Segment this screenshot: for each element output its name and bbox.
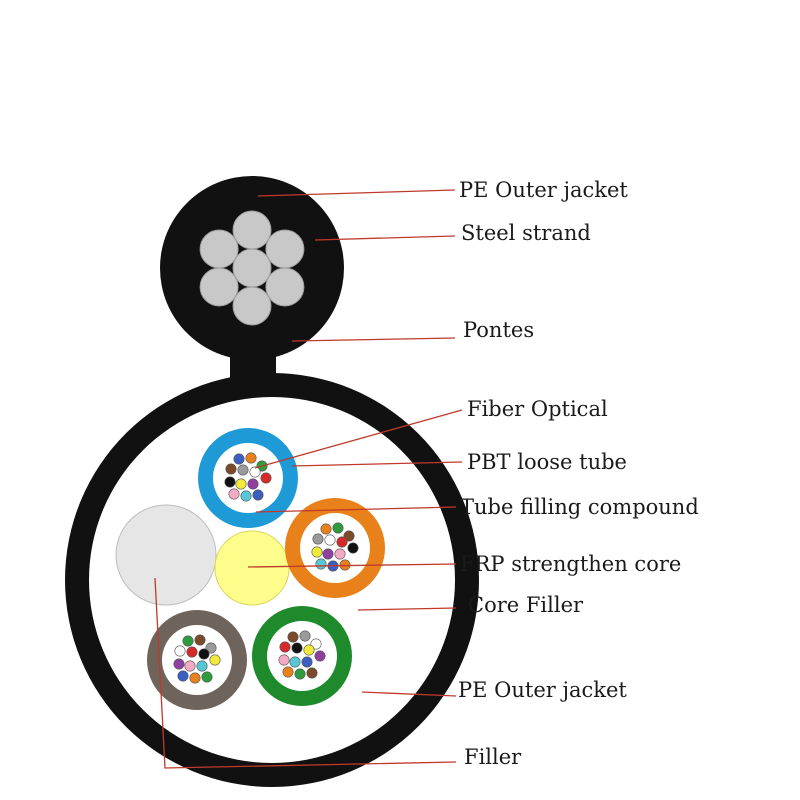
label-tube-filling-compound: Tube filling compound [460,495,699,519]
optical-fiber [196,660,208,672]
optical-fiber [237,464,249,476]
pbt-loose-tube [252,606,352,706]
messenger-section [160,176,344,388]
optical-fiber [233,453,245,465]
label-frp-strengthen-core: FRP strengthen core [460,552,681,576]
label-core-filler: Core Filler [468,593,584,617]
optical-fiber [322,548,334,560]
optical-fiber [279,641,291,653]
steel-strand-wire [265,267,305,307]
optical-fiber [182,635,194,647]
frp-strengthen-core [214,530,290,606]
optical-fiber [299,630,311,642]
label-filler: Filler [464,745,522,769]
optical-fiber [282,666,294,678]
optical-fiber [186,646,198,658]
leader-frp-strengthen-core [247,563,457,568]
optical-fiber [173,658,185,670]
optical-fiber [301,656,313,668]
optical-fiber [177,670,189,682]
steel-strand-wire [199,229,239,269]
optical-fiber [247,478,259,490]
leader-pontes [291,337,456,342]
optical-fiber [194,634,206,646]
label-pbt-loose-tube: PBT loose tube [467,450,627,474]
optical-fiber [324,534,336,546]
leader-filler [154,577,457,769]
steel-strand-wire [232,286,272,326]
optical-fiber [303,644,315,656]
optical-fiber [240,490,252,502]
optical-fiber [174,645,186,657]
pbt-loose-tube [147,610,247,710]
optical-fiber [235,478,247,490]
pbt-loose-tube [285,498,385,598]
optical-fiber [209,654,221,666]
optical-fiber [315,558,327,570]
label-pe-outer-jacket-bottom: PE Outer jacket [458,678,627,702]
optical-fiber [245,452,257,464]
optical-fiber [189,672,201,684]
optical-fiber [289,656,301,668]
leader-pbt-loose-tube [291,461,463,467]
optical-fiber [252,489,264,501]
optical-fiber [332,522,344,534]
optical-fiber [336,536,348,548]
optical-fiber [306,667,318,679]
steel-strand-wire [232,210,272,250]
optical-fiber [228,488,240,500]
main-cable-section [65,373,479,787]
optical-fiber [278,654,290,666]
label-steel-strand: Steel strand [461,221,591,245]
optical-fiber [287,631,299,643]
label-pontes: Pontes [463,318,534,342]
optical-fiber [314,650,326,662]
optical-fiber [260,472,272,484]
optical-fiber [320,523,332,535]
leader-tube-filling-compound [255,506,457,513]
optical-fiber [201,671,213,683]
optical-fiber [343,530,355,542]
optical-fiber [311,546,323,558]
optical-fiber [205,642,217,654]
optical-fiber [294,668,306,680]
leader-steel-strand [314,235,456,241]
leader-pe-outer-jacket-top [257,189,456,197]
optical-fiber [291,642,303,654]
optical-fiber [334,548,346,560]
optical-fiber [312,533,324,545]
leader-core-filler [357,607,457,611]
optical-fiber [224,476,236,488]
steel-strand-group [199,210,305,326]
label-fiber-optical: Fiber Optical [467,397,608,421]
steel-strand-wire [232,248,272,288]
steel-strand-wire [199,267,239,307]
optical-fiber [225,463,237,475]
optical-fiber [347,542,359,554]
pbt-loose-tube [198,428,298,528]
steel-strand-wire [265,229,305,269]
optical-fiber [249,466,261,478]
labels: PE Outer jacket Steel strand Pontes Fibe… [458,178,699,769]
filler-rod [115,504,217,606]
label-pe-outer-jacket-top: PE Outer jacket [459,178,628,202]
leader-pe-outer-jacket-bottom [361,691,457,697]
leader-fiber-optical [254,409,463,469]
optical-fiber [184,660,196,672]
optical-fiber [310,638,322,650]
leader-lines [154,189,463,769]
optical-fiber [198,648,210,660]
